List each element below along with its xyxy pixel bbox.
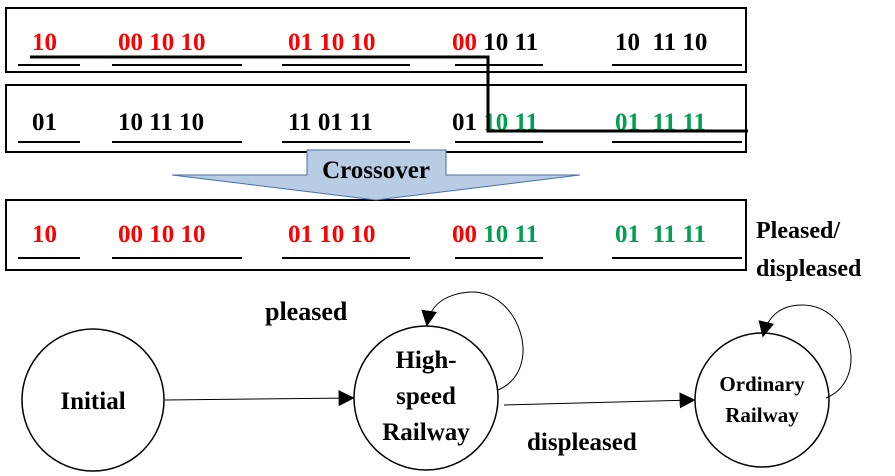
- state-high-speed-line3: Railway: [382, 419, 470, 446]
- offspring-gene-3: 01 10 10: [288, 221, 376, 248]
- offspring-gene-4-part-1: 00: [452, 221, 477, 248]
- offspring-gene-2: 00 10 10: [118, 221, 206, 248]
- parent-2-gene-1: 01: [32, 109, 57, 136]
- parent-1-gene-4-part-1: 00: [452, 29, 477, 56]
- state-initial: [21, 328, 165, 472]
- offspring-gene-4-part-2: 10 11: [477, 221, 538, 248]
- parent-1-gene-3-part-1: 01 10 10: [288, 29, 376, 56]
- crossover-label: Crossover: [322, 157, 430, 184]
- edge-label-displeased: displeased: [527, 429, 637, 456]
- result-label-line1: Pleased/: [756, 218, 840, 244]
- offspring-gene-5: 01 11 11: [615, 221, 706, 248]
- edge-high-speed-to-ordinary: [503, 392, 696, 409]
- state-ordinary-line2: Railway: [725, 403, 799, 427]
- parent-2-gene-2-part-1: 10 11 10: [118, 109, 204, 136]
- state-ordinary-line1: Ordinary: [719, 372, 805, 396]
- crossover-arrow-shape: [171, 149, 581, 201]
- parent-1-gene-4: 00 10 11: [452, 29, 538, 56]
- offspring-gene-1: 10: [32, 221, 57, 248]
- parent-1-gene-1-part-1: 10: [32, 29, 57, 56]
- offspring-gene-1-part-1: 10: [32, 221, 57, 248]
- parent-1-gene-3: 01 10 10: [288, 29, 376, 56]
- parent-1-gene-5-part-1: 10 11 10: [615, 29, 707, 56]
- parent-2-gene-4: 01 10 11: [452, 109, 538, 136]
- parent-1-gene-2-part-1: 00 10 10: [118, 29, 206, 56]
- offspring-gene-3-part-1: 01 10 10: [288, 221, 376, 248]
- edge-label-pleased: pleased: [265, 297, 348, 326]
- state-high-speed-line1: High-: [395, 347, 456, 374]
- crossover-cut-line: [30, 55, 748, 133]
- parent-2-gene-3: 11 01 11: [288, 109, 373, 136]
- offspring-gene-2-part-1: 00 10 10: [118, 221, 206, 248]
- parent-2-gene-3-part-1: 11 01 11: [288, 109, 373, 136]
- parent-1-box: [5, 7, 747, 73]
- state-high-speed-line2: speed: [396, 383, 456, 410]
- parent-1-gene-5: 10 11 10: [615, 29, 707, 56]
- parent-1-gene-2: 00 10 10: [118, 29, 206, 56]
- offspring-gene-4: 00 10 11: [452, 221, 538, 248]
- parent-2-gene-2: 10 11 10: [118, 109, 204, 136]
- parent-2-gene-4-part-1: 01: [452, 109, 483, 136]
- edge-initial-to-high-speed: [164, 390, 355, 407]
- parent-2-gene-1-part-1: 01: [32, 109, 57, 136]
- offspring-gene-5-part-1: 01 11 11: [615, 221, 706, 248]
- state-initial-label: Initial: [60, 388, 125, 415]
- self-loop-ordinary: [758, 304, 852, 399]
- parent-1-gene-1: 10: [32, 29, 57, 56]
- self-loop-high-speed: [421, 291, 524, 391]
- parent-1-gene-4-part-2: 10 11: [477, 29, 538, 56]
- result-label-line2: displeased: [756, 256, 862, 282]
- state-ordinary-railway: [694, 332, 830, 468]
